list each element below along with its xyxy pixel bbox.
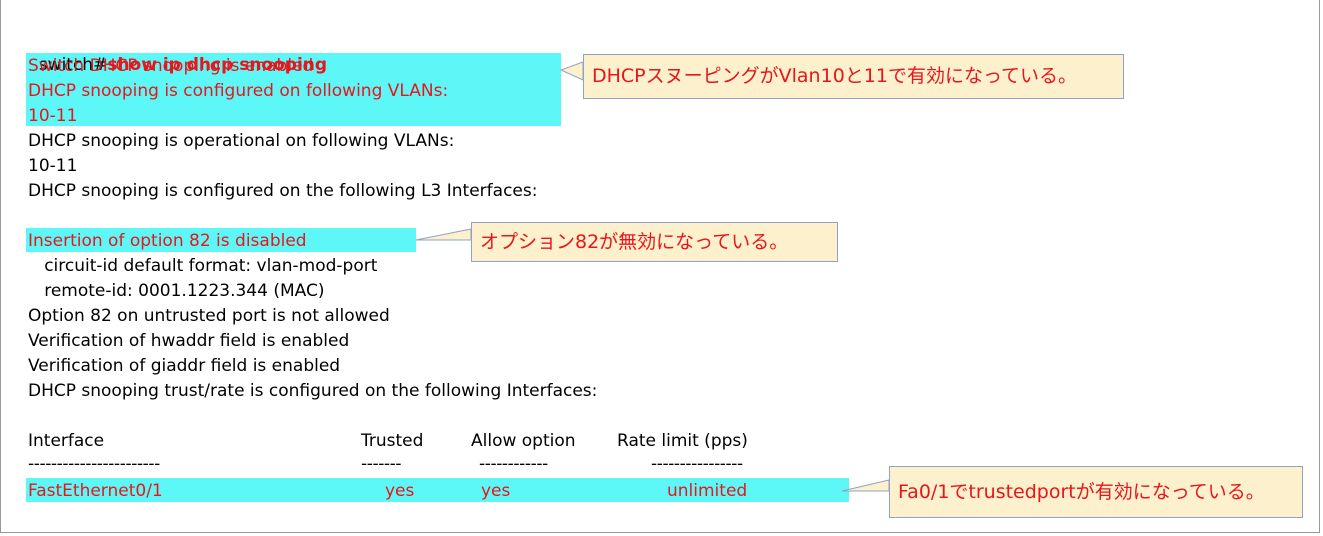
prompt: switch#: [38, 55, 108, 75]
output-line: Verification of hwaddr field is enabled: [28, 331, 350, 351]
highlight-trusted-row: [26, 478, 849, 502]
output-line: Option 82 on untrusted port is not allow…: [28, 306, 390, 326]
output-line: 10-11: [28, 156, 78, 176]
table-separator: ----------------: [651, 454, 743, 474]
output-line: DHCP snooping trust/rate is configured o…: [28, 381, 598, 401]
output-line: remote-id: 0001.1223.344 (MAC): [28, 281, 325, 301]
table-cell-rate-limit: unlimited: [667, 481, 748, 501]
highlight-vlan-config: [26, 53, 561, 126]
table-header-rate-limit: Rate limit (pps): [617, 431, 748, 451]
command: show ip dhcp snooping: [107, 55, 328, 75]
table-header-trusted: Trusted: [361, 431, 424, 451]
table-separator: -----------------------: [28, 454, 160, 474]
output-line: Switch DHCP snooping is enabled: [28, 56, 314, 76]
table-header-interface: Interface: [28, 431, 105, 451]
table-cell-allow-option: yes: [481, 481, 511, 501]
callout-pointer-trusted: [841, 479, 890, 492]
table-separator: ------------: [479, 454, 548, 474]
output-line: 10-11: [28, 106, 78, 126]
output-line: DHCP snooping is configured on the follo…: [28, 181, 538, 201]
output-line: circuit-id default format: vlan-mod-port: [28, 256, 378, 276]
output-line: DHCP snooping is configured on following…: [28, 81, 449, 101]
callout-vlan-enabled: DHCPスヌーピングがVlan10と11で有効になっている。: [583, 54, 1124, 99]
output-line: Verification of giaddr field is enabled: [28, 356, 341, 376]
callout-pointer-vlan: [559, 61, 584, 81]
highlight-option82: [26, 228, 416, 252]
output-line: Insertion of option 82 is disabled: [28, 231, 307, 251]
command-line: switch#show ip dhcp snooping: [28, 29, 327, 75]
table-cell-trusted: yes: [385, 481, 415, 501]
output-line: DHCP snooping is operational on followin…: [28, 131, 455, 151]
table-separator: -------: [361, 454, 402, 474]
callout-pointer-option82: [415, 228, 472, 241]
table-header-allow-option: Allow option: [471, 431, 576, 451]
callout-option82-disabled: オプション82が無効になっている。: [471, 222, 838, 262]
callout-trusted-port: Fa0/1でtrustedportが有効になっている。: [889, 466, 1303, 518]
table-cell-interface: FastEthernet0/1: [28, 481, 163, 501]
